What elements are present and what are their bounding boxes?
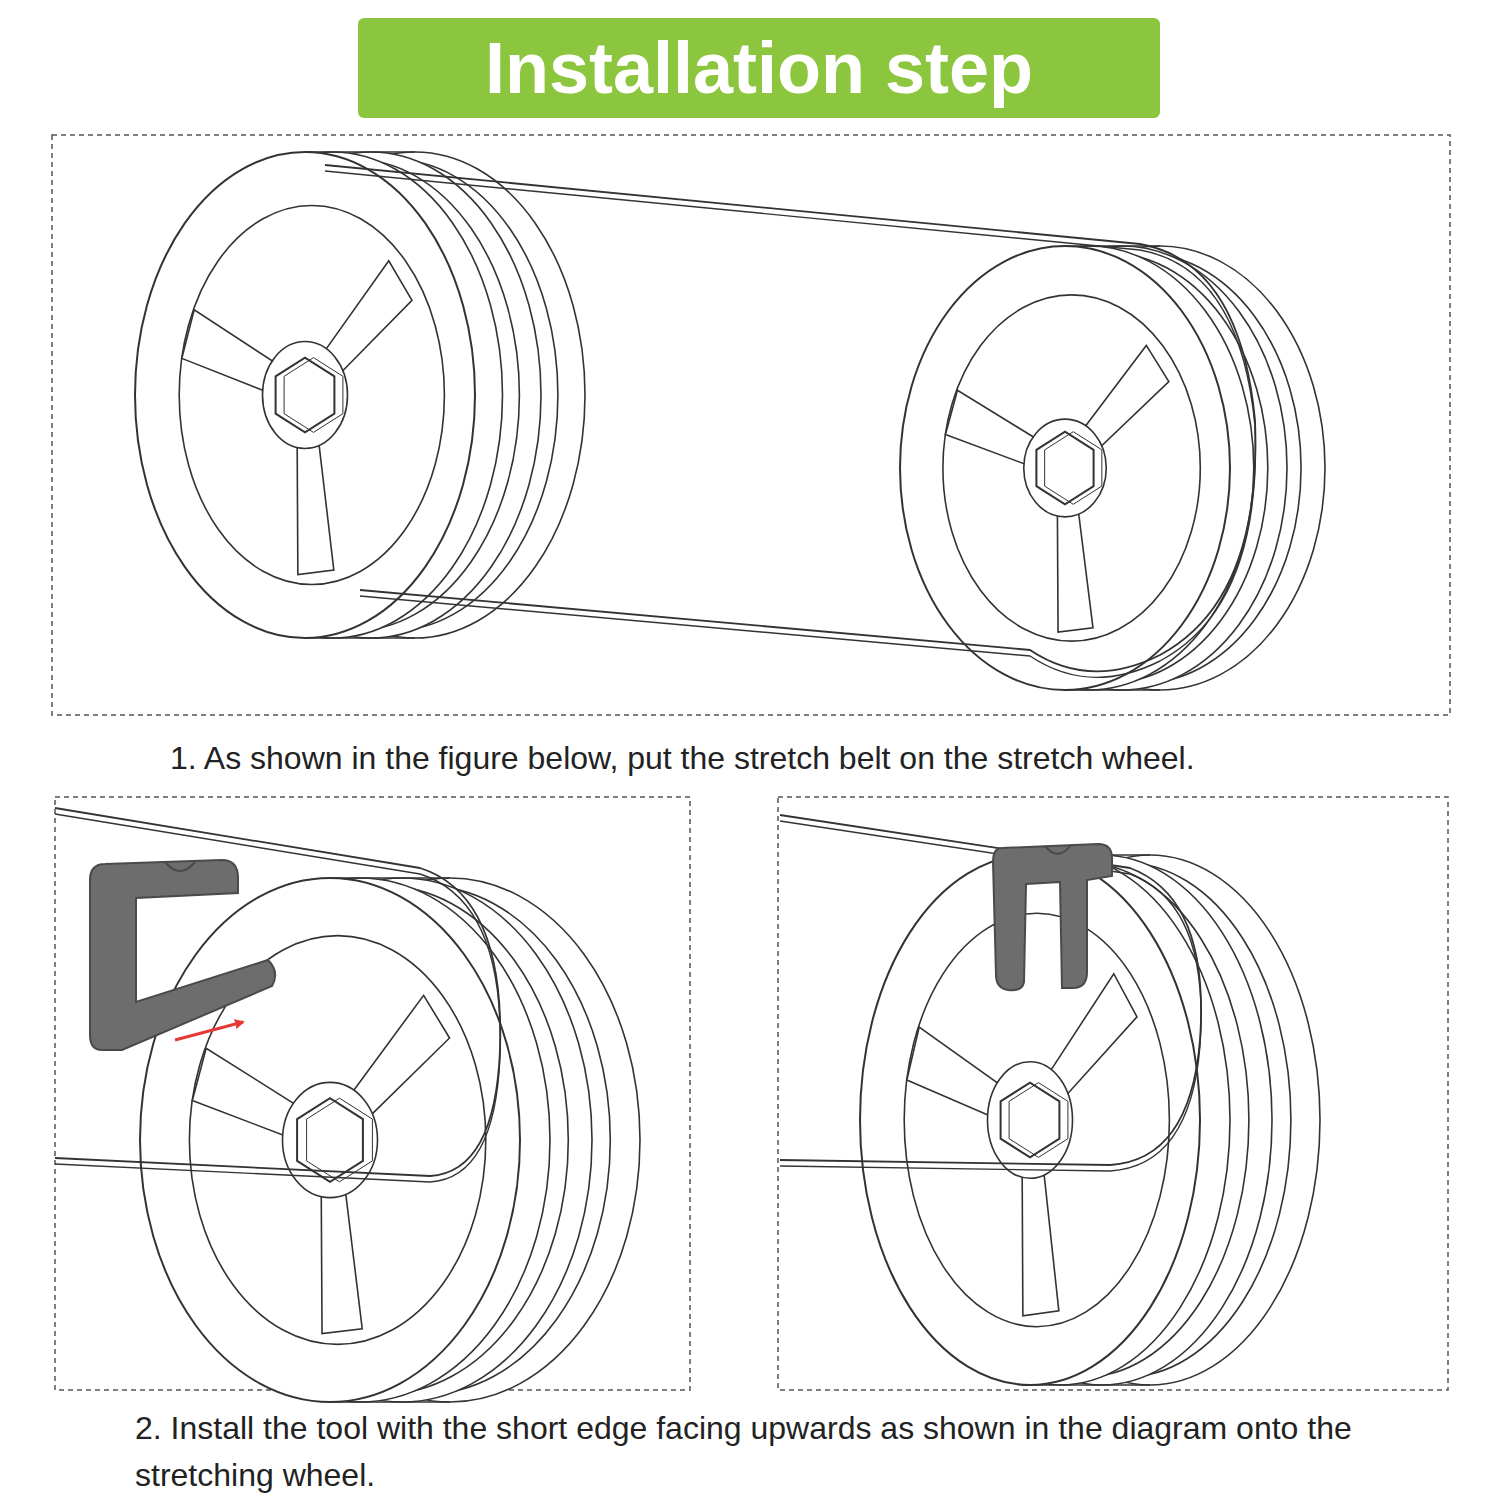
pulley-spoke (321, 1188, 362, 1333)
pulley-ring (943, 295, 1200, 641)
pulley-spoke (297, 440, 334, 575)
direction-arrow (175, 1022, 243, 1040)
stretch-belt (325, 165, 1255, 671)
stretch-belt-edge (55, 814, 500, 1182)
title-text: Installation step (485, 32, 1033, 104)
pulley-hub (263, 342, 348, 449)
hex-bolt-side (1009, 1083, 1068, 1158)
pulley-ring (904, 913, 1169, 1326)
pulley-hub (283, 1082, 378, 1197)
stretch-belt-edge (325, 171, 1255, 677)
pulley-scene-1 (135, 152, 1325, 690)
belt-tool (993, 844, 1112, 990)
hex-bolt-side (1045, 432, 1102, 505)
panel-frame (52, 135, 1450, 715)
step-caption: 2. Install the tool with the short edge … (135, 1405, 1385, 1499)
pulley-ring (179, 205, 444, 584)
pulley-hub (988, 1062, 1073, 1179)
belt-tool (90, 860, 275, 1050)
title-banner: Installation step (358, 18, 1160, 118)
stretch-belt-edge (780, 821, 1201, 1171)
hex-bolt-side (284, 358, 343, 433)
tool-notch (165, 862, 195, 871)
pulley-face (140, 878, 520, 1402)
hex-bolt-side (307, 1098, 373, 1182)
pulley-hub (1024, 419, 1107, 517)
pulley-spoke (1057, 509, 1093, 632)
tool-notch (1045, 845, 1071, 854)
stretch-belt (55, 808, 500, 1176)
stretch-belt (780, 815, 1201, 1165)
pulley-scene-3 (780, 815, 1320, 1385)
pulley-face (860, 855, 1200, 1385)
panel-frame (778, 797, 1448, 1390)
pulley-face (900, 246, 1230, 690)
step-caption: 1. As shown in the figure below, put the… (170, 736, 1195, 780)
pulley-face (135, 152, 475, 638)
pulley-spoke (1022, 1169, 1059, 1316)
pulley-scene-2 (55, 808, 640, 1402)
